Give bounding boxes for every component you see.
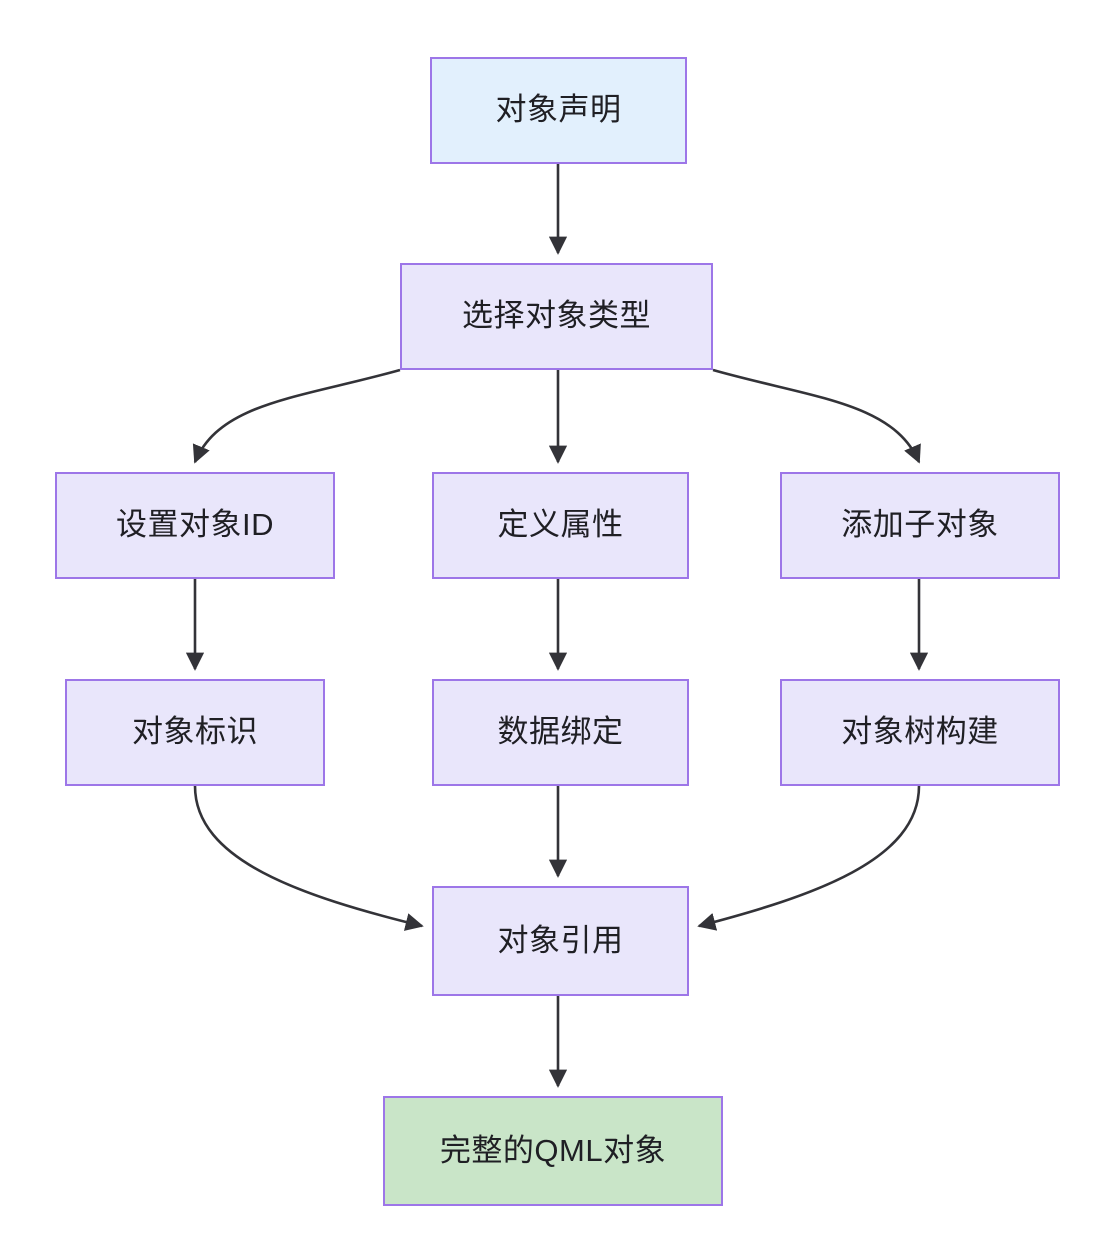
node-object-identity[interactable]: 对象标识 [65,679,325,786]
node-add-child-object-label: 添加子对象 [841,507,999,543]
node-object-reference[interactable]: 对象引用 [432,886,689,996]
node-data-binding[interactable]: 数据绑定 [432,679,689,786]
node-start[interactable]: 对象声明 [430,57,687,164]
node-set-object-id[interactable]: 设置对象ID [55,472,335,579]
node-define-property-label: 定义属性 [497,507,624,543]
edge-choose-to-setid [192,368,401,464]
node-complete-qml-object[interactable]: 完整的QML对象 [383,1096,723,1206]
node-choose-object-type-label: 选择对象类型 [462,298,651,334]
edge-choose-to-addchild [712,368,921,464]
node-complete-qml-object-label: 完整的QML对象 [439,1132,667,1168]
node-object-reference-label: 对象引用 [497,922,624,958]
edge-objid-to-ref [193,785,424,931]
node-object-tree-build[interactable]: 对象树构建 [780,679,1060,786]
node-object-identity-label: 对象标识 [132,714,258,750]
node-object-tree-build-label: 对象树构建 [841,714,999,750]
node-add-child-object[interactable]: 添加子对象 [780,472,1060,579]
node-set-object-id-label: 设置对象ID [116,507,274,543]
node-define-property[interactable]: 定义属性 [432,472,689,579]
node-choose-object-type[interactable]: 选择对象类型 [400,263,713,370]
edge-tree-to-ref [697,785,921,931]
node-start-label: 对象声明 [495,92,622,128]
node-data-binding-label: 数据绑定 [497,714,624,750]
